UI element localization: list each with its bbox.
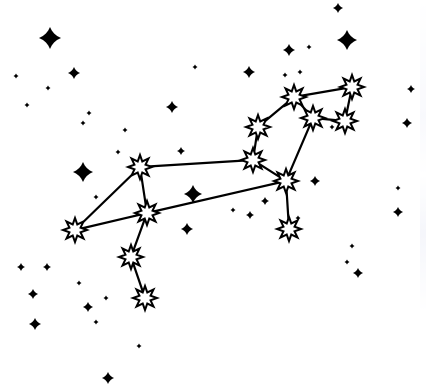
- four-point-sparkle-icon: [333, 3, 343, 13]
- four-point-sparkle-icon: [94, 195, 99, 200]
- eight-point-star-icon: [301, 106, 325, 130]
- four-point-sparkle-icon: [402, 118, 412, 128]
- four-point-sparkle-icon: [243, 66, 255, 78]
- eight-point-star-icon: [241, 148, 265, 172]
- four-point-sparkle-icon: [261, 197, 269, 205]
- constellation-line: [147, 181, 286, 213]
- four-point-sparkle-icon: [17, 263, 25, 271]
- four-point-sparkle-icon: [345, 260, 350, 265]
- background-sparkles: [14, 3, 416, 384]
- four-point-sparkle-icon: [14, 74, 19, 79]
- four-point-sparkle-icon: [123, 128, 128, 133]
- four-point-sparkle-icon: [94, 320, 99, 325]
- four-point-sparkle-icon: [81, 121, 86, 126]
- four-point-sparkle-icon: [177, 147, 185, 155]
- four-point-sparkle-icon: [298, 70, 303, 75]
- four-point-sparkle-icon: [43, 263, 51, 271]
- four-point-sparkle-icon: [46, 86, 51, 91]
- right-edge-shading: [420, 0, 426, 389]
- four-point-sparkle-icon: [29, 318, 41, 330]
- eight-point-star-icon: [340, 75, 364, 99]
- four-point-sparkle-icon: [28, 289, 38, 299]
- eight-point-star-icon: [246, 115, 270, 139]
- eight-point-star-icon: [119, 245, 143, 269]
- four-point-sparkle-icon: [307, 45, 312, 50]
- four-point-sparkle-icon: [73, 162, 93, 182]
- four-point-sparkle-icon: [330, 125, 335, 130]
- four-point-sparkle-icon: [87, 111, 92, 116]
- four-point-sparkle-icon: [350, 244, 355, 249]
- four-point-sparkle-icon: [396, 186, 401, 191]
- constellation-stars: [63, 75, 364, 310]
- four-point-sparkle-icon: [137, 344, 142, 349]
- eight-point-star-icon: [128, 155, 152, 179]
- four-point-sparkle-icon: [310, 176, 320, 186]
- four-point-sparkle-icon: [102, 372, 114, 384]
- four-point-sparkle-icon: [246, 211, 254, 219]
- four-point-sparkle-icon: [231, 208, 236, 213]
- eight-point-star-icon: [63, 218, 87, 242]
- four-point-sparkle-icon: [407, 85, 415, 93]
- four-point-sparkle-icon: [104, 296, 109, 301]
- eight-point-star-icon: [135, 201, 159, 225]
- four-point-sparkle-icon: [25, 103, 30, 108]
- four-point-sparkle-icon: [77, 281, 82, 286]
- four-point-sparkle-icon: [166, 101, 178, 113]
- constellation-line: [75, 213, 147, 230]
- constellation-line: [140, 160, 253, 167]
- four-point-sparkle-icon: [68, 67, 80, 79]
- eight-point-star-icon: [133, 286, 157, 310]
- four-point-sparkle-icon: [283, 44, 295, 56]
- eight-point-star-icon: [333, 109, 357, 133]
- constellation-line: [286, 118, 313, 181]
- four-point-sparkle-icon: [353, 268, 363, 278]
- eight-point-star-icon: [282, 85, 306, 109]
- four-point-sparkle-icon: [116, 150, 121, 155]
- four-point-sparkle-icon: [83, 302, 93, 312]
- four-point-sparkle-icon: [283, 73, 288, 78]
- eight-point-star-icon: [274, 169, 298, 193]
- eight-point-star-icon: [277, 217, 301, 241]
- four-point-sparkle-icon: [39, 27, 61, 49]
- four-point-sparkle-icon: [393, 207, 403, 217]
- four-point-sparkle-icon: [337, 30, 357, 50]
- four-point-sparkle-icon: [193, 65, 198, 70]
- four-point-sparkle-icon: [181, 223, 193, 235]
